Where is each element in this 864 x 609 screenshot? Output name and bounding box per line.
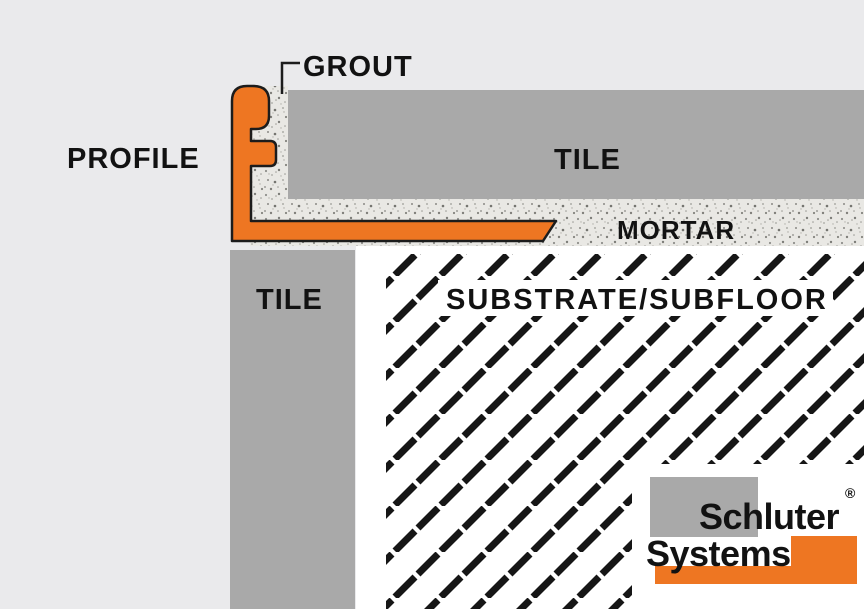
grout-leader-line — [280, 61, 300, 94]
logo-orange-profile-shape — [655, 536, 857, 584]
logo-text-systems: Systems — [646, 533, 791, 574]
substrate-label-backdrop — [438, 280, 833, 316]
schluter-systems-logo: Schluter ® Systems — [632, 464, 864, 609]
label-mortar: MORTAR — [617, 215, 735, 245]
label-profile: PROFILE — [67, 143, 200, 175]
edge-profile — [230, 84, 558, 243]
label-substrate: SUBSTRATE/SUBFLOOR — [446, 284, 828, 316]
tile-left — [230, 250, 355, 609]
tile-top — [288, 90, 864, 199]
logo-text-schluter: Schluter — [699, 496, 840, 537]
logo-gray-tile-shape — [650, 477, 758, 537]
label-tile-left: TILE — [256, 284, 323, 316]
label-grout: GROUT — [303, 51, 413, 83]
logo-registered-mark: ® — [845, 485, 856, 501]
label-tile-top: TILE — [554, 144, 621, 176]
